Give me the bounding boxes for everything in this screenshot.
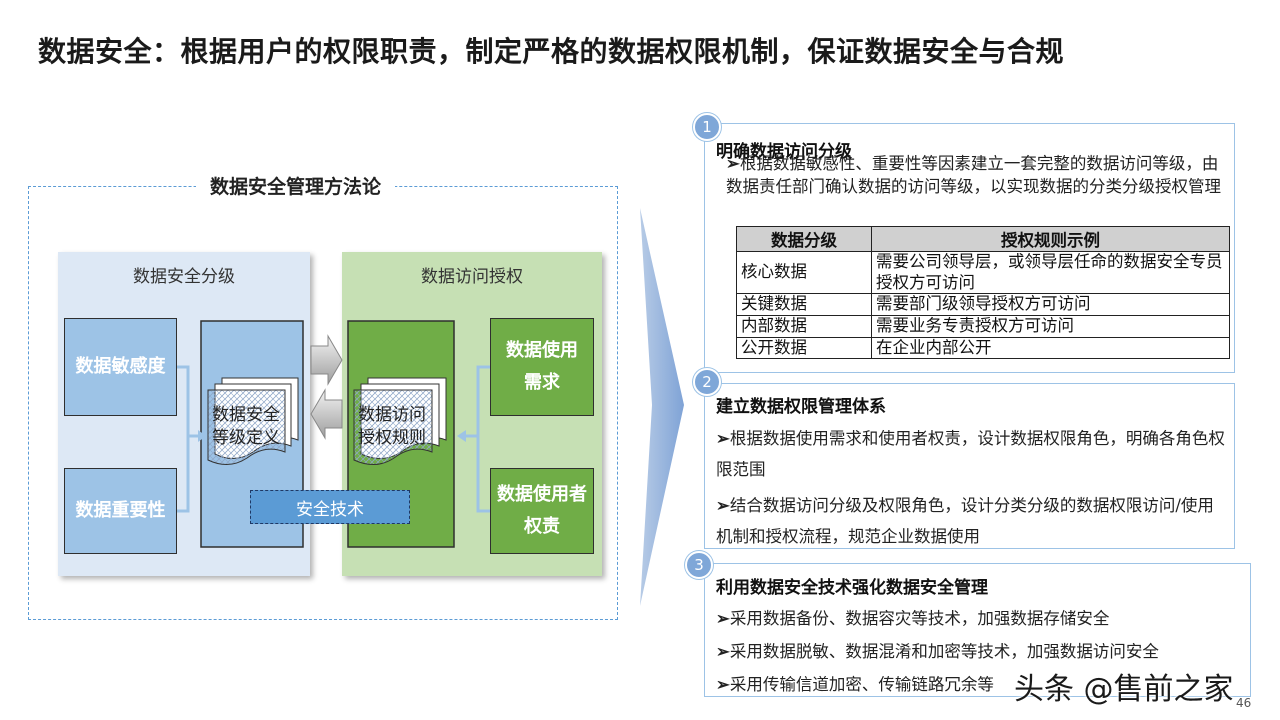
- section-3-bullet-3: ➢采用传输信道加密、传输链路冗余等: [716, 675, 994, 694]
- left-bracket-connector: [177, 365, 198, 513]
- bullet-arrow-icon: ➢: [726, 154, 740, 173]
- right-bracket-connector: [466, 365, 490, 513]
- section-2-heading: 建立数据权限管理体系: [716, 397, 886, 417]
- bullet-arrow-icon: ➢: [716, 675, 730, 694]
- section-3-bullet-1: ➢采用数据备份、数据容灾等技术，加强数据存储安全: [716, 609, 1110, 628]
- section-3-bullet-2: ➢采用数据脱敏、数据混淆和加密等技术，加强数据访问安全: [716, 642, 1159, 661]
- section-2-badge: 2: [693, 368, 721, 396]
- section-1-badge: 1: [693, 113, 721, 141]
- table-row: 内部数据 需要业务专责授权方可访问: [736, 314, 1230, 338]
- methodology-title: 数据安全管理方法论: [196, 172, 396, 199]
- section-1-heading: 明确数据访问分级: [716, 142, 852, 162]
- table-row: 关键数据 需要部门级领导授权方可访问: [736, 293, 1230, 316]
- sensitivity-box: 数据敏感度: [64, 318, 177, 416]
- doc-stack-left: [207, 377, 299, 465]
- left-bracket-arrowhead: [198, 430, 206, 442]
- section-2-bullet-2: ➢结合数据访问分级及权限角色，设计分类分级的数据权限访问/使用机制和授权流程，规…: [716, 496, 1214, 547]
- watermark: 头条 @售前之家: [1014, 672, 1234, 707]
- bullet-arrow-icon: ➢: [716, 496, 730, 515]
- importance-box: 数据重要性: [64, 468, 177, 554]
- section-3: [704, 563, 1251, 697]
- table-header: 授权规则示例: [871, 226, 1230, 252]
- backward-block-arrow: [310, 388, 343, 440]
- table-row: 核心数据 需要公司领导层，或领导层任命的数据安全专员授权方可访问: [736, 250, 1230, 295]
- access-level-table: 数据分级 授权规则示例 核心数据 需要公司领导层，或领导层任命的数据安全专员授权…: [736, 226, 1230, 360]
- section-3-heading: 利用数据安全技术强化数据安全管理: [716, 578, 988, 598]
- right-bracket-arrowhead: [457, 430, 466, 442]
- big-chevron-arrow: [640, 208, 684, 606]
- table-row: 公开数据 在企业内部公开: [736, 336, 1230, 360]
- bullet-arrow-icon: ➢: [716, 609, 730, 628]
- section-2: [704, 383, 1235, 549]
- forward-block-arrow: [310, 334, 343, 386]
- section-2-bullet-1: ➢根据数据使用需求和使用者权责，设计数据权限角色，明确各角色权限范围: [716, 429, 1225, 480]
- table-header: 数据分级: [736, 226, 872, 252]
- page-title: 数据安全：根据用户的权限职责，制定严格的数据权限机制，保证数据安全与合规: [38, 35, 1065, 68]
- security-tech-box: 安全技术: [250, 490, 410, 524]
- classification-zone-label: 数据安全分级: [133, 267, 235, 287]
- user-responsibility-box: 数据使用者权责: [490, 468, 594, 554]
- section-1-bullet: ➢根据数据敏感性、重要性等因素建立一套完整的数据访问等级，由数据责任部门确认数据…: [726, 154, 1221, 197]
- page-number: 46: [1236, 696, 1252, 710]
- doc-stack-right: [353, 377, 447, 465]
- authorization-zone-label: 数据访问授权: [421, 267, 523, 287]
- bullet-arrow-icon: ➢: [716, 642, 730, 661]
- section-3-badge: 3: [685, 551, 713, 579]
- authorization-doc-label: 数据访问 授权规则: [358, 405, 426, 448]
- classification-doc-label: 数据安全 等级定义: [212, 405, 280, 448]
- bullet-arrow-icon: ➢: [716, 429, 730, 448]
- usage-demand-box: 数据使用需求: [490, 318, 594, 416]
